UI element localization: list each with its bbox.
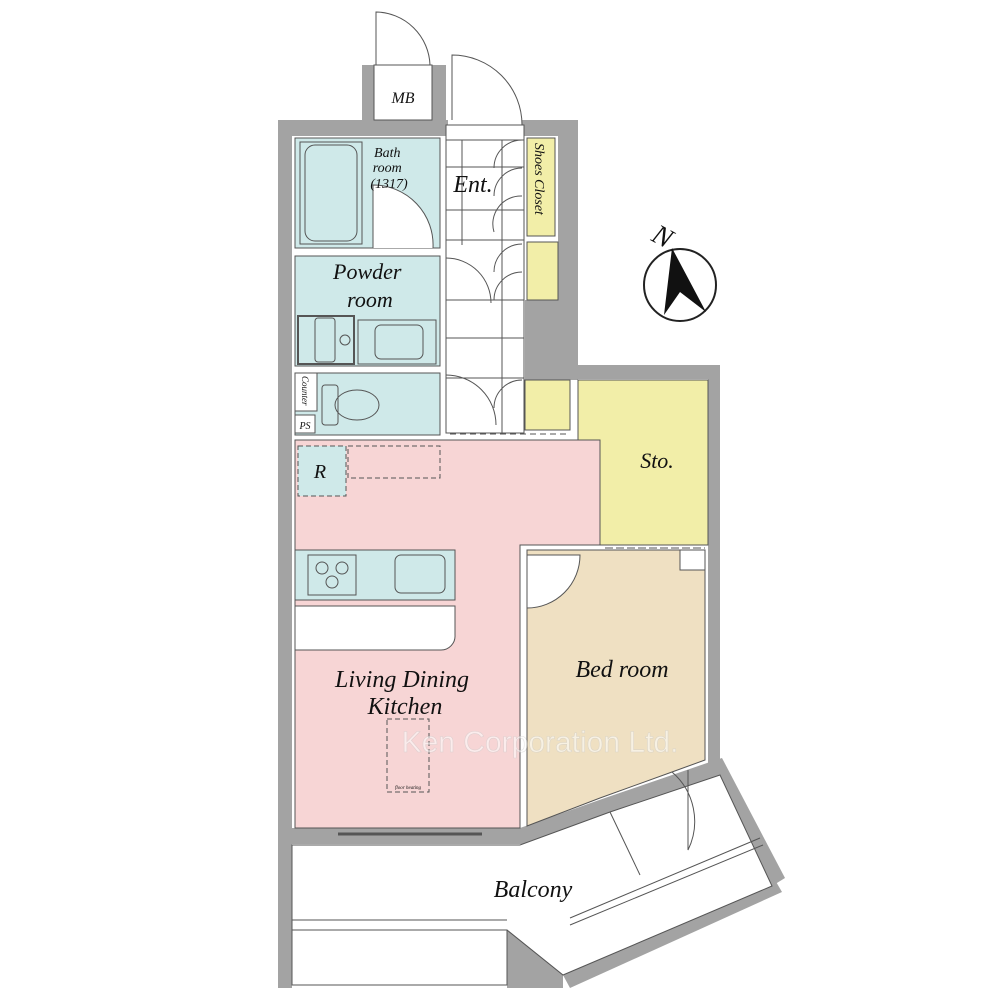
bedroom: Bed room [526,549,706,827]
watermark: Ken Corporation Ltd. [402,726,679,759]
entrance-label: Ent. [452,172,492,198]
powder-label: room [347,287,393,312]
powder-label: Powder [332,259,402,284]
refrigerator-label: R [313,461,326,483]
kitchen-counter [294,549,456,601]
bathroom: Bath room (1317) [294,137,441,249]
bedroom-label: Bed room [575,657,668,683]
mb-label: MB [390,90,414,107]
balcony: Balcony [291,770,773,986]
bath-label: Bath [374,146,400,161]
walls [278,65,785,988]
powder-room: Powder room [294,255,441,367]
svg-text:Living Dining Kitchen: Living Dining Kitchen [334,667,475,720]
shoes-closet-label: Shoes Closet [531,143,546,216]
north-arrow-icon [664,248,706,315]
balcony-label: Balcony [494,877,573,903]
shoes-closet: Shoes Closet [526,137,559,301]
bath-label: room [373,161,402,176]
bath-size: (1317) [370,177,408,192]
entrance: Ent. [445,124,525,434]
ps-label: PS [298,421,310,432]
counter-label: Counter [300,376,310,406]
svg-text:Bath room (1317): Bath room (1317) [370,146,408,192]
living-dining-kitchen: R Living Dining Kitchen floor heating [294,439,601,829]
ldk-label: Living Dining [334,667,469,693]
compass: N [643,218,717,322]
ldk-label: Kitchen [367,694,443,720]
floor-heating-label: floor heating [395,786,421,791]
storage-label: Sto. [640,448,674,473]
svg-text:Powder room: Powder room [332,259,407,312]
toilet: Counter PS [294,372,441,436]
